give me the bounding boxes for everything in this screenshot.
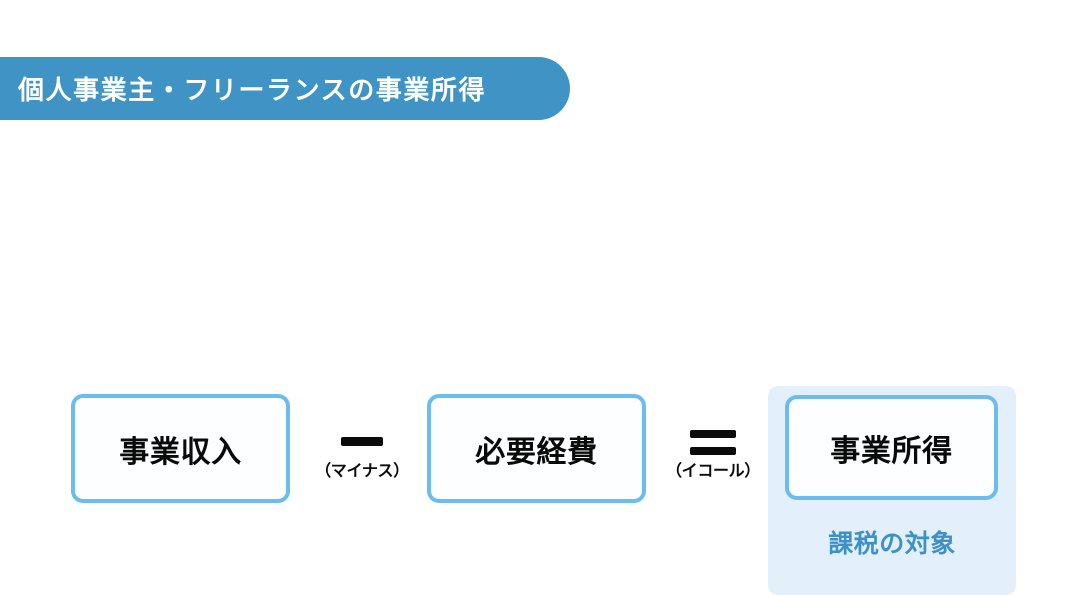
equals-operator: （イコール） [653, 422, 773, 481]
term-label-necessary-expenses: 必要経費 [475, 435, 598, 469]
page-title: 個人事業主・フリーランスの事業所得 [18, 75, 487, 105]
term-box-business-revenue: 事業収入 [71, 394, 290, 503]
equals-bar-top [690, 430, 736, 438]
header-banner: 個人事業主・フリーランスの事業所得 [0, 57, 570, 120]
term-box-necessary-expenses: 必要経費 [427, 394, 646, 503]
equals-sign-icon [690, 430, 736, 455]
minus-operator-reading: （マイナス） [315, 463, 409, 480]
term-label-business-income: 事業所得 [830, 434, 953, 468]
income-formula-diagram: 事業収入 （マイナス） 必要経費 （イコール） 事業所得 課税の対象 [0, 190, 1088, 595]
term-label-business-revenue: 事業収入 [119, 435, 242, 469]
minus-sign-icon [341, 437, 383, 446]
taxable-target-note: 課税の対象 [828, 530, 956, 558]
term-box-business-income: 事業所得 [785, 395, 998, 500]
equals-operator-reading: （イコール） [665, 463, 761, 480]
equals-bar-bottom [690, 447, 736, 455]
result-highlight-panel: 事業所得 課税の対象 [768, 386, 1016, 595]
minus-operator: （マイナス） [302, 422, 422, 481]
